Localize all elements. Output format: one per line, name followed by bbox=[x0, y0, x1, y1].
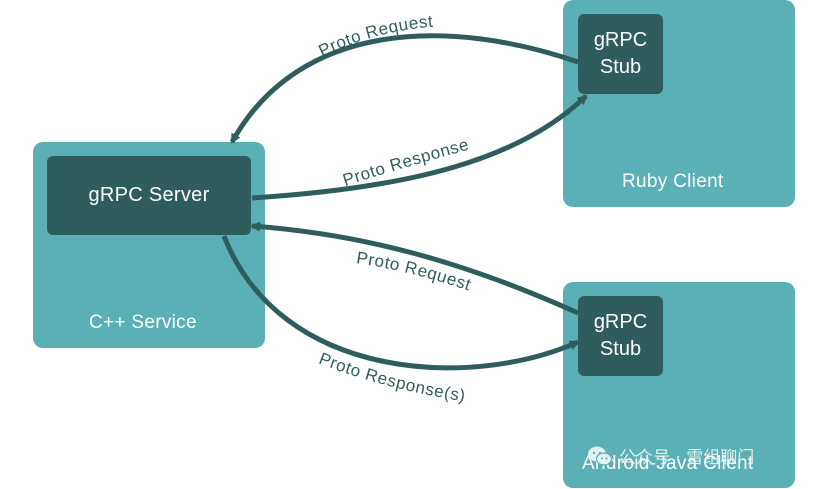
label-ruby-response: Proto Response bbox=[340, 135, 471, 190]
android-stub-line1: gRPC bbox=[593, 311, 648, 333]
arrow-android-request bbox=[250, 221, 580, 316]
android-stub-line2: Stub bbox=[599, 338, 642, 360]
ruby-grpc-stub: gRPC Stub bbox=[578, 14, 663, 94]
grpc-server: gRPC Server bbox=[47, 156, 251, 235]
label-android-response: Proto Response(s) bbox=[317, 349, 468, 405]
arrow-ruby-request bbox=[229, 33, 579, 144]
watermark-text: 公众号 · 雷组聊门 bbox=[619, 448, 755, 468]
ruby-stub-line1: gRPC bbox=[593, 29, 648, 51]
cpp-service-label: C++ Service bbox=[89, 312, 197, 333]
ruby-stub-line2: Stub bbox=[599, 56, 642, 78]
ruby-client-box: gRPC Stub Ruby Client bbox=[563, 0, 795, 207]
wechat-icon bbox=[588, 446, 613, 466]
arrow-ruby-response bbox=[251, 94, 588, 201]
grpc-server-label: gRPC Server bbox=[88, 184, 210, 206]
watermark: 公众号 · 雷组聊门 bbox=[587, 443, 754, 468]
arrow-android-response bbox=[221, 235, 580, 371]
android-grpc-stub: gRPC Stub bbox=[578, 296, 663, 376]
android-client-label: Android-Java Client bbox=[582, 453, 754, 474]
ruby-client-label: Ruby Client bbox=[622, 171, 724, 192]
